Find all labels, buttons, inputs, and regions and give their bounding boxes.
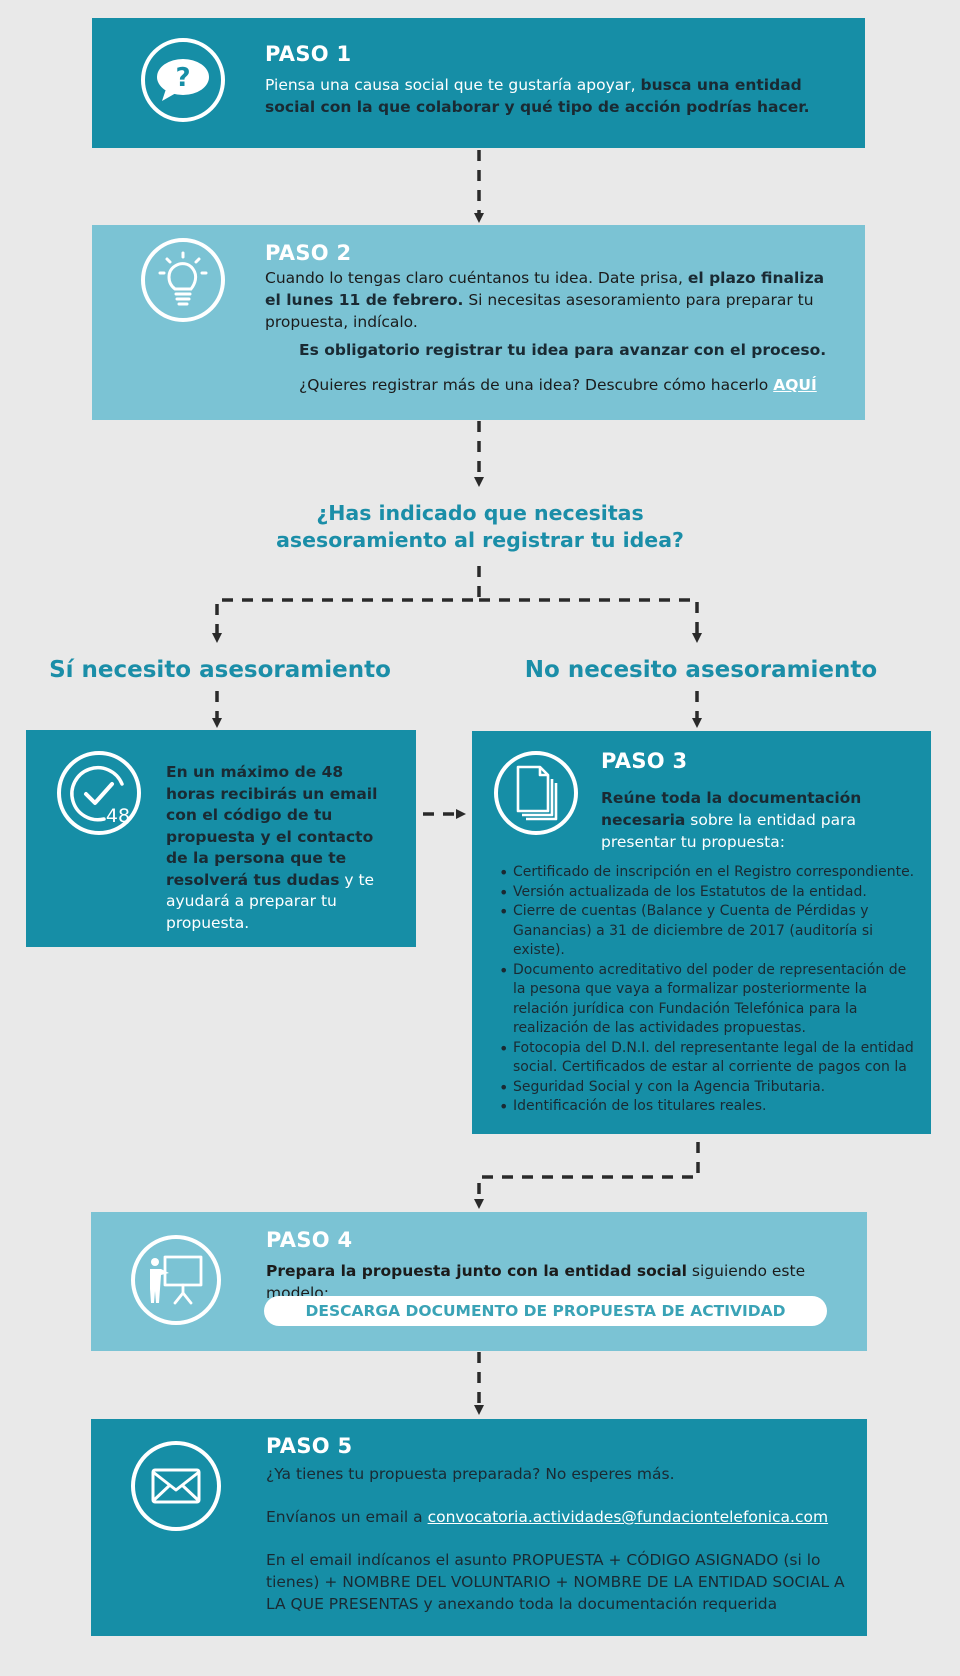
paso4-text: Prepara la propuesta junto con la entida…	[266, 1260, 846, 1304]
documents-icon	[516, 765, 558, 821]
paso2-text-plain1: Cuando lo tengas claro cuéntanos tu idea…	[265, 269, 688, 287]
advice-question-line2: asesoramiento al registrar tu idea?	[276, 528, 684, 552]
paso3-title: PASO 3	[601, 749, 688, 773]
paso5-email-prefix: Envíanos un email a	[266, 1508, 428, 1526]
paso2-text: Cuando lo tengas claro cuéntanos tu idea…	[265, 267, 825, 333]
advice-text: En un máximo de 48 horas recibirás un em…	[166, 762, 396, 934]
paso2-mandatory-text: Es obligatorio registrar tu idea para av…	[299, 341, 827, 359]
paso5-title: PASO 5	[266, 1434, 353, 1458]
paso3-box: PASO 3 Reúne toda la documentación neces…	[472, 731, 931, 1134]
paso5-icon-circle	[131, 1441, 221, 1531]
paso3-intro: Reúne toda la documentación necesaria so…	[601, 787, 881, 853]
advice-icon-circle: 48	[57, 751, 141, 835]
paso3-intro-bold: Reúne toda la documentación necesaria	[601, 789, 862, 829]
list-item: Identificación de los titulares reales.	[499, 1097, 919, 1117]
paso4-text-bold: Prepara la propuesta junto con la entida…	[266, 1262, 687, 1280]
paso1-title: PASO 1	[265, 42, 352, 66]
svg-text:?: ?	[175, 63, 190, 93]
arrow-paso3-paso4	[474, 1142, 700, 1209]
paso2-title: PASO 2	[265, 241, 352, 265]
paso5-box: PASO 5 ¿Ya tienes tu propuesta preparada…	[91, 1419, 867, 1636]
list-item: Cierre de cuentas (Balance y Cuenta de P…	[499, 902, 919, 961]
list-item: Versión actualizada de los Estatutos de …	[499, 883, 919, 903]
advice-box: 48 En un máximo de 48 horas recibirás un…	[26, 730, 416, 947]
paso5-line1: ¿Ya tienes tu propuesta preparada? No es…	[266, 1465, 675, 1483]
documents-list: Certificado de inscripción en el Registr…	[499, 863, 919, 1117]
paso3-intro-plain: sobre la entidad para presentar tu propu…	[601, 811, 856, 851]
download-proposal-button[interactable]: DESCARGA DOCUMENTO DE PROPUESTA DE ACTIV…	[264, 1296, 827, 1326]
paso1-text: Piensa una causa social que te gustaría …	[265, 74, 825, 118]
presentation-board-icon	[150, 1255, 203, 1305]
split-connector-right	[479, 598, 702, 643]
list-item: Seguridad Social y con la Agencia Tribut…	[499, 1078, 919, 1098]
paso1-text-bold: busca una entidad social con la que cola…	[265, 76, 810, 116]
advice-question: ¿Has indicado que necesitas asesoramient…	[250, 500, 710, 554]
paso2-more-text: ¿Quieres registrar más de una idea? Desc…	[299, 376, 774, 394]
paso2-mandatory: Es obligatorio registrar tu idea para av…	[299, 339, 839, 361]
advice-question-line1: ¿Has indicado que necesitas	[316, 501, 644, 525]
lightbulb-icon	[158, 251, 208, 306]
paso5-line3: En el email indícanos el asunto PROPUEST…	[266, 1551, 845, 1613]
paso1-text-plain: Piensa una causa social que te gustaría …	[265, 76, 641, 94]
advice-text-plain: y te ayudará a preparar tu propuesta.	[166, 870, 375, 932]
paso2-more: ¿Quieres registrar más de una idea? Desc…	[299, 374, 859, 396]
list-item: Certificado de inscripción en el Registr…	[499, 863, 919, 883]
list-item: Fotocopia del D.N.I. del representante l…	[499, 1039, 919, 1078]
paso1-icon-circle: ?	[141, 38, 225, 122]
paso3-icon-circle	[494, 751, 578, 835]
paso4-box: PASO 4 Prepara la propuesta junto con la…	[91, 1212, 867, 1351]
advice-badge: 48	[106, 805, 130, 827]
split-connector	[212, 566, 481, 643]
paso5-line2: Envíanos un email a convocatoria.activid…	[266, 1506, 836, 1528]
paso2-box: PASO 2 Cuando lo tengas claro cuéntanos …	[92, 225, 865, 420]
aqui-link[interactable]: AQUÍ	[773, 376, 817, 394]
clock-check-icon: 48	[70, 766, 130, 827]
paso1-box: ? PASO 1 Piensa una causa social que te …	[92, 18, 865, 148]
paso2-text-plain2: Si necesitas asesoramiento para preparar…	[265, 291, 814, 331]
envelope-icon	[151, 1468, 201, 1504]
paso4-title: PASO 4	[266, 1228, 353, 1252]
paso4-icon-circle	[131, 1235, 221, 1325]
paso2-text-bold: el plazo finaliza el lunes 11 de febrero…	[265, 269, 825, 309]
speech-question-icon: ?	[157, 59, 209, 101]
branch-no-label: No necesito asesoramiento	[524, 657, 878, 683]
branch-yes-label: Sí necesito asesoramiento	[49, 657, 391, 683]
list-item: Documento acreditativo del poder de repr…	[499, 961, 919, 1039]
paso2-icon-circle	[141, 238, 225, 322]
advice-text-bold: En un máximo de 48 horas recibirás un em…	[166, 763, 378, 889]
email-link[interactable]: convocatoria.actividades@fundaciontelefo…	[427, 1508, 829, 1526]
